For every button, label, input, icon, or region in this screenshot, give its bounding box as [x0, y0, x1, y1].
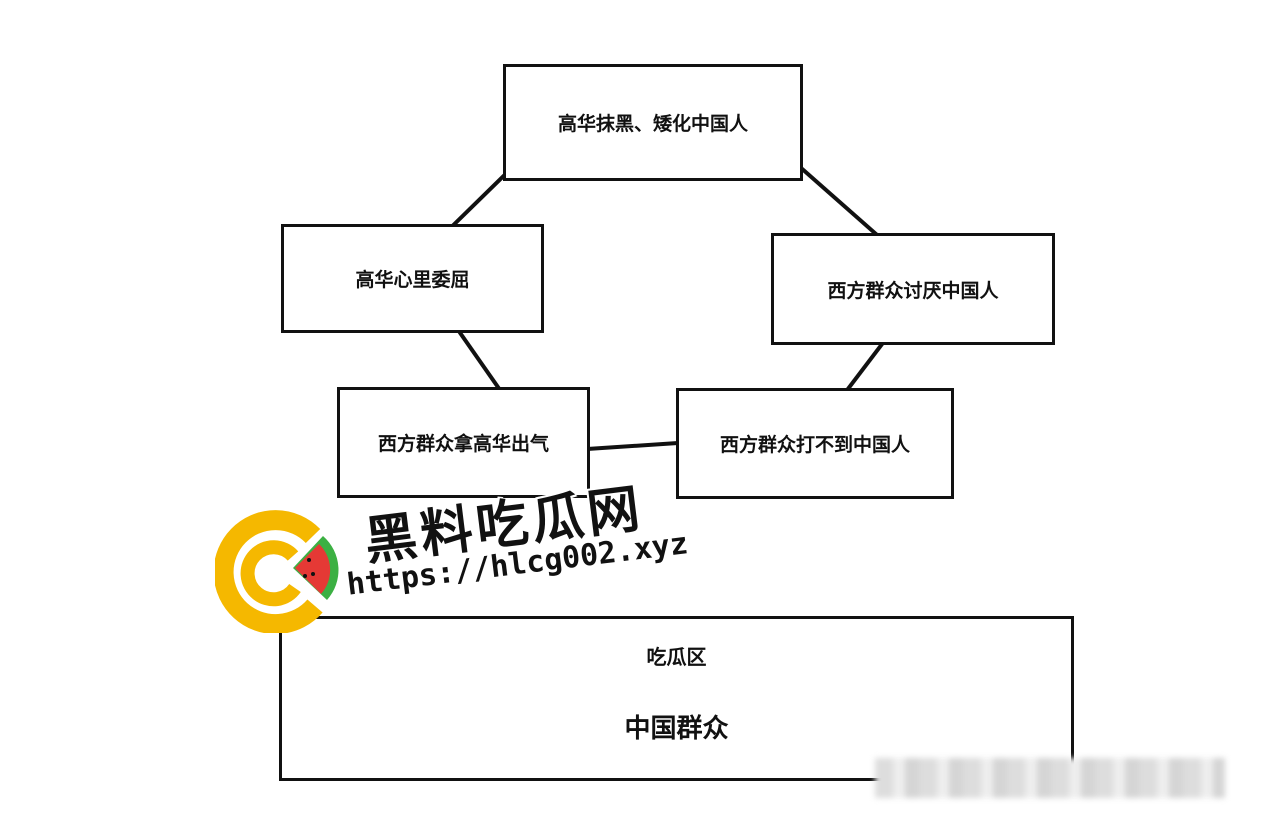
- zone-title: 中国群众: [624, 714, 729, 744]
- node-bottom-right: 西方群众打不到中国人: [676, 388, 954, 499]
- watermark-logo-icon: [215, 510, 339, 633]
- node-right-label: 西方群众讨厌中国人: [827, 279, 999, 302]
- node-left-label: 高华心里委屈: [355, 269, 470, 291]
- node-bottom-left: 西方群众拿高华出气: [337, 387, 590, 498]
- node-bottom-left-label: 西方群众拿高华出气: [377, 433, 549, 455]
- node-top: 高华抹黑、矮化中国人: [503, 64, 803, 181]
- node-right: 西方群众讨厌中国人: [771, 233, 1055, 345]
- node-top-label: 高华抹黑、矮化中国人: [557, 113, 748, 135]
- node-left: 高华心里委屈: [281, 224, 544, 333]
- node-bottom-right-label: 西方群众打不到中国人: [719, 434, 910, 456]
- zone-box: 吃瓜区 中国群众: [279, 616, 1074, 781]
- blurred-region: [875, 758, 1225, 798]
- zone-label: 吃瓜区: [646, 645, 707, 669]
